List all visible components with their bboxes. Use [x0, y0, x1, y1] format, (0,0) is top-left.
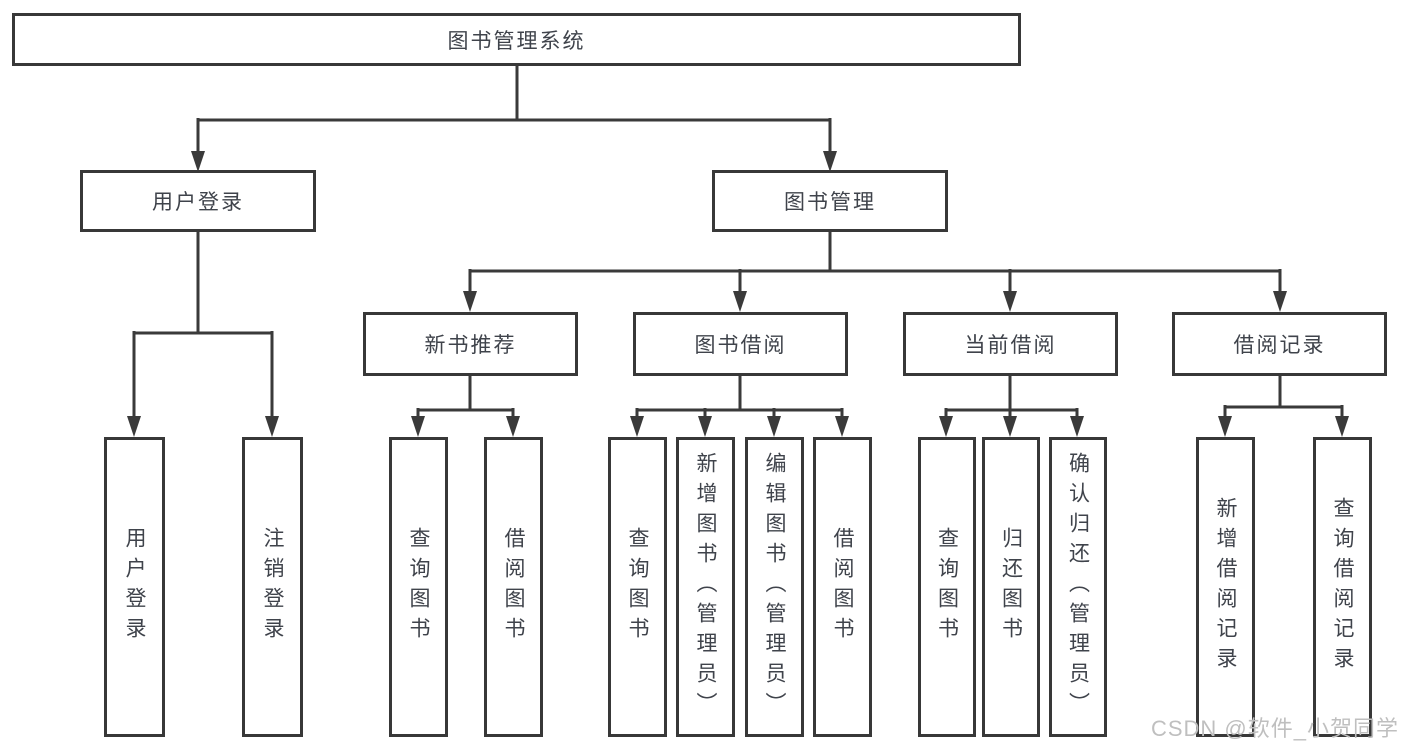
- node-borrowing-records: 借阅记录: [1172, 312, 1387, 376]
- node-label: 借阅图书: [831, 527, 854, 647]
- node-label: 归还图书: [999, 527, 1023, 647]
- node-label: 确认归还（管理员）: [1066, 452, 1090, 722]
- node-book-borrowing: 图书借阅: [633, 312, 848, 376]
- node-label: 借阅图书: [502, 527, 525, 647]
- node-cur-return-books: 归还图书: [982, 437, 1040, 737]
- arrowheads: [127, 151, 1349, 437]
- arrowhead: [191, 151, 205, 172]
- node-label: 新书推荐: [424, 334, 517, 357]
- node-user-login-leaf: 用户登录: [104, 437, 165, 737]
- arrowhead: [733, 291, 747, 312]
- connector-book-borrowing-to-leaves: [635, 375, 844, 420]
- node-bw-borrow-books: 借阅图书: [813, 437, 872, 737]
- node-label: 当前借阅: [964, 334, 1057, 357]
- connector-new-book-recommend-to-leaves: [416, 375, 515, 420]
- arrowhead: [1003, 416, 1017, 437]
- arrowhead: [463, 291, 477, 312]
- arrowhead: [1218, 416, 1232, 437]
- arrowhead: [127, 416, 141, 437]
- node-book-management: 图书管理: [712, 170, 948, 232]
- node-label: 图书管理系统: [447, 29, 586, 53]
- arrowhead: [506, 416, 520, 437]
- connector-user-login-to-leaves: [132, 231, 274, 420]
- node-rec-add-record: 新增借阅记录: [1196, 437, 1255, 737]
- arrowhead: [411, 416, 425, 437]
- arrowhead: [1273, 291, 1287, 312]
- arrowhead: [939, 416, 953, 437]
- node-nb-borrow-books: 借阅图书: [484, 437, 543, 737]
- node-cur-query-books: 查询图书: [918, 437, 976, 737]
- node-label: 新增借阅记录: [1214, 497, 1237, 677]
- node-label: 编辑图书（管理员）: [763, 452, 786, 722]
- arrowhead: [1070, 416, 1084, 437]
- node-user-login: 用户登录: [80, 170, 316, 232]
- node-label: 查询图书: [407, 527, 430, 647]
- connector-book-management-to-level2: [468, 231, 1282, 296]
- arrowhead: [823, 151, 837, 172]
- node-label: 用户登录: [152, 191, 244, 214]
- node-label: 注销登录: [261, 527, 284, 647]
- arrowhead: [1003, 291, 1017, 312]
- node-label: 用户登录: [123, 527, 146, 647]
- node-label: 查询借阅记录: [1331, 497, 1354, 677]
- node-new-book-recommend: 新书推荐: [363, 312, 578, 376]
- node-label: 查询图书: [626, 527, 649, 647]
- csdn-watermark: CSDN @软件_小贺同学: [1150, 716, 1399, 741]
- node-library-management-system: 图书管理系统: [12, 13, 1021, 66]
- node-label: 借阅记录: [1233, 334, 1326, 357]
- arrowhead: [767, 416, 781, 437]
- arrowhead: [698, 416, 712, 437]
- node-current-borrowing: 当前借阅: [903, 312, 1118, 376]
- connector-borrowing-records-to-leaves: [1223, 375, 1344, 420]
- node-logout: 注销登录: [242, 437, 303, 737]
- node-bw-query-books: 查询图书: [608, 437, 667, 737]
- connector-current-borrowing-to-leaves: [944, 375, 1079, 420]
- arrowhead: [1335, 416, 1349, 437]
- node-nb-query-books: 查询图书: [389, 437, 448, 737]
- node-label: 查询图书: [935, 527, 959, 647]
- node-label: 新增图书（管理员）: [694, 452, 717, 722]
- node-bw-edit-books: 编辑图书（管理员）: [745, 437, 804, 737]
- node-label: 图书借阅: [694, 334, 787, 357]
- node-rec-query-record: 查询借阅记录: [1313, 437, 1372, 737]
- arrowhead: [265, 416, 279, 437]
- node-bw-add-books: 新增图书（管理员）: [676, 437, 735, 737]
- node-cur-confirm-return: 确认归还（管理员）: [1049, 437, 1107, 737]
- arrowhead: [835, 416, 849, 437]
- node-label: 图书管理: [784, 191, 876, 214]
- connector-root-to-level1: [196, 66, 832, 155]
- arrowhead: [630, 416, 644, 437]
